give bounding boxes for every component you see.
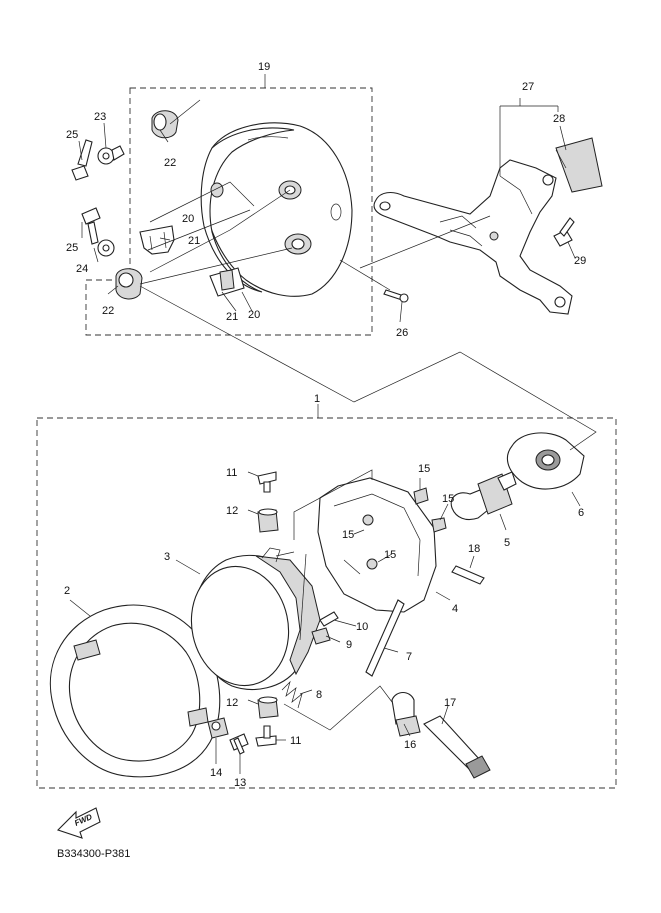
callout-3: 3	[164, 551, 170, 563]
callout-26: 26	[396, 327, 408, 339]
grommet-22-upper	[151, 110, 179, 139]
clip-20-upper	[139, 225, 175, 255]
callout-11-lower: 11	[290, 735, 301, 747]
callout-28: 28	[553, 113, 565, 125]
callout-23: 23	[94, 111, 106, 123]
callout-17: 17	[444, 697, 456, 709]
bolt-10	[319, 611, 339, 627]
nut-12-upper	[257, 508, 279, 533]
washer-24	[97, 239, 115, 257]
pin-18	[451, 565, 485, 585]
callout-25-lower: 25	[66, 242, 78, 254]
callout-labels: 19 25 23 22 27 28 20 21 25 24 22 21 20 2…	[64, 61, 586, 789]
reflector-plate	[555, 137, 603, 193]
callout-25-upper: 25	[66, 129, 78, 141]
callout-12-upper: 12	[226, 505, 238, 517]
bolt-25-lower	[81, 207, 101, 245]
grommet-15-b	[431, 517, 447, 533]
callout-4: 4	[452, 603, 458, 615]
callout-13: 13	[234, 777, 246, 789]
callout-21-lower: 21	[226, 311, 238, 323]
callout-8: 8	[316, 689, 322, 701]
washer-23	[97, 145, 125, 165]
fwd-arrow-icon: FWD	[56, 807, 101, 839]
callout-1: 1	[314, 393, 320, 405]
nut-9	[311, 627, 331, 645]
socket-rubber-cover	[506, 432, 585, 490]
adjuster-screw-7	[365, 599, 405, 677]
callout-19: 19	[258, 61, 270, 73]
callout-22-upper: 22	[164, 157, 176, 169]
headlight-rim	[49, 604, 221, 778]
callout-15-c: 15	[342, 529, 354, 541]
callout-5: 5	[504, 537, 510, 549]
grommet-22-lower	[115, 268, 143, 300]
position-lamp-cord	[423, 715, 491, 779]
headlight-bulb	[450, 471, 517, 521]
callout-14: 14	[210, 767, 222, 779]
screw-11-upper	[257, 471, 277, 493]
position-lamp-bulb	[391, 691, 421, 737]
callout-11-upper: 11	[226, 467, 237, 479]
nut-12-lower	[257, 696, 279, 719]
callout-27: 27	[522, 81, 534, 93]
screw-13	[229, 733, 249, 755]
callout-24: 24	[76, 263, 88, 275]
headlight-housing	[200, 122, 353, 297]
bolt-25-upper	[71, 139, 93, 181]
callout-20-lower: 20	[248, 309, 260, 321]
callout-7: 7	[406, 651, 412, 663]
clip-20-lower	[209, 267, 245, 297]
screw-26	[383, 289, 409, 303]
callout-16: 16	[404, 739, 416, 751]
callout-12-lower: 12	[226, 697, 238, 709]
leader-lines	[69, 74, 597, 774]
screw-11-lower	[255, 725, 277, 747]
headlight-bracket	[373, 159, 573, 315]
callout-15-b: 15	[442, 493, 454, 505]
callout-18: 18	[468, 543, 480, 555]
callout-15-d: 15	[384, 549, 396, 561]
spring-8	[281, 680, 303, 709]
callout-20-upper: 20	[182, 213, 194, 225]
reference-code: B334300-P381	[57, 848, 130, 860]
grommet-14	[207, 717, 229, 739]
bolt-29	[553, 217, 575, 247]
callout-9: 9	[346, 639, 352, 651]
grommet-15-a	[413, 487, 429, 505]
callout-10: 10	[356, 621, 368, 633]
bulb-socket-plate	[317, 477, 437, 613]
callout-22-lower: 22	[102, 305, 114, 317]
callout-29: 29	[574, 255, 586, 267]
group-1-frame	[36, 417, 617, 789]
callout-21-upper: 21	[188, 235, 200, 247]
callout-2: 2	[64, 585, 70, 597]
callout-6: 6	[578, 507, 584, 519]
callout-15-a: 15	[418, 463, 430, 475]
